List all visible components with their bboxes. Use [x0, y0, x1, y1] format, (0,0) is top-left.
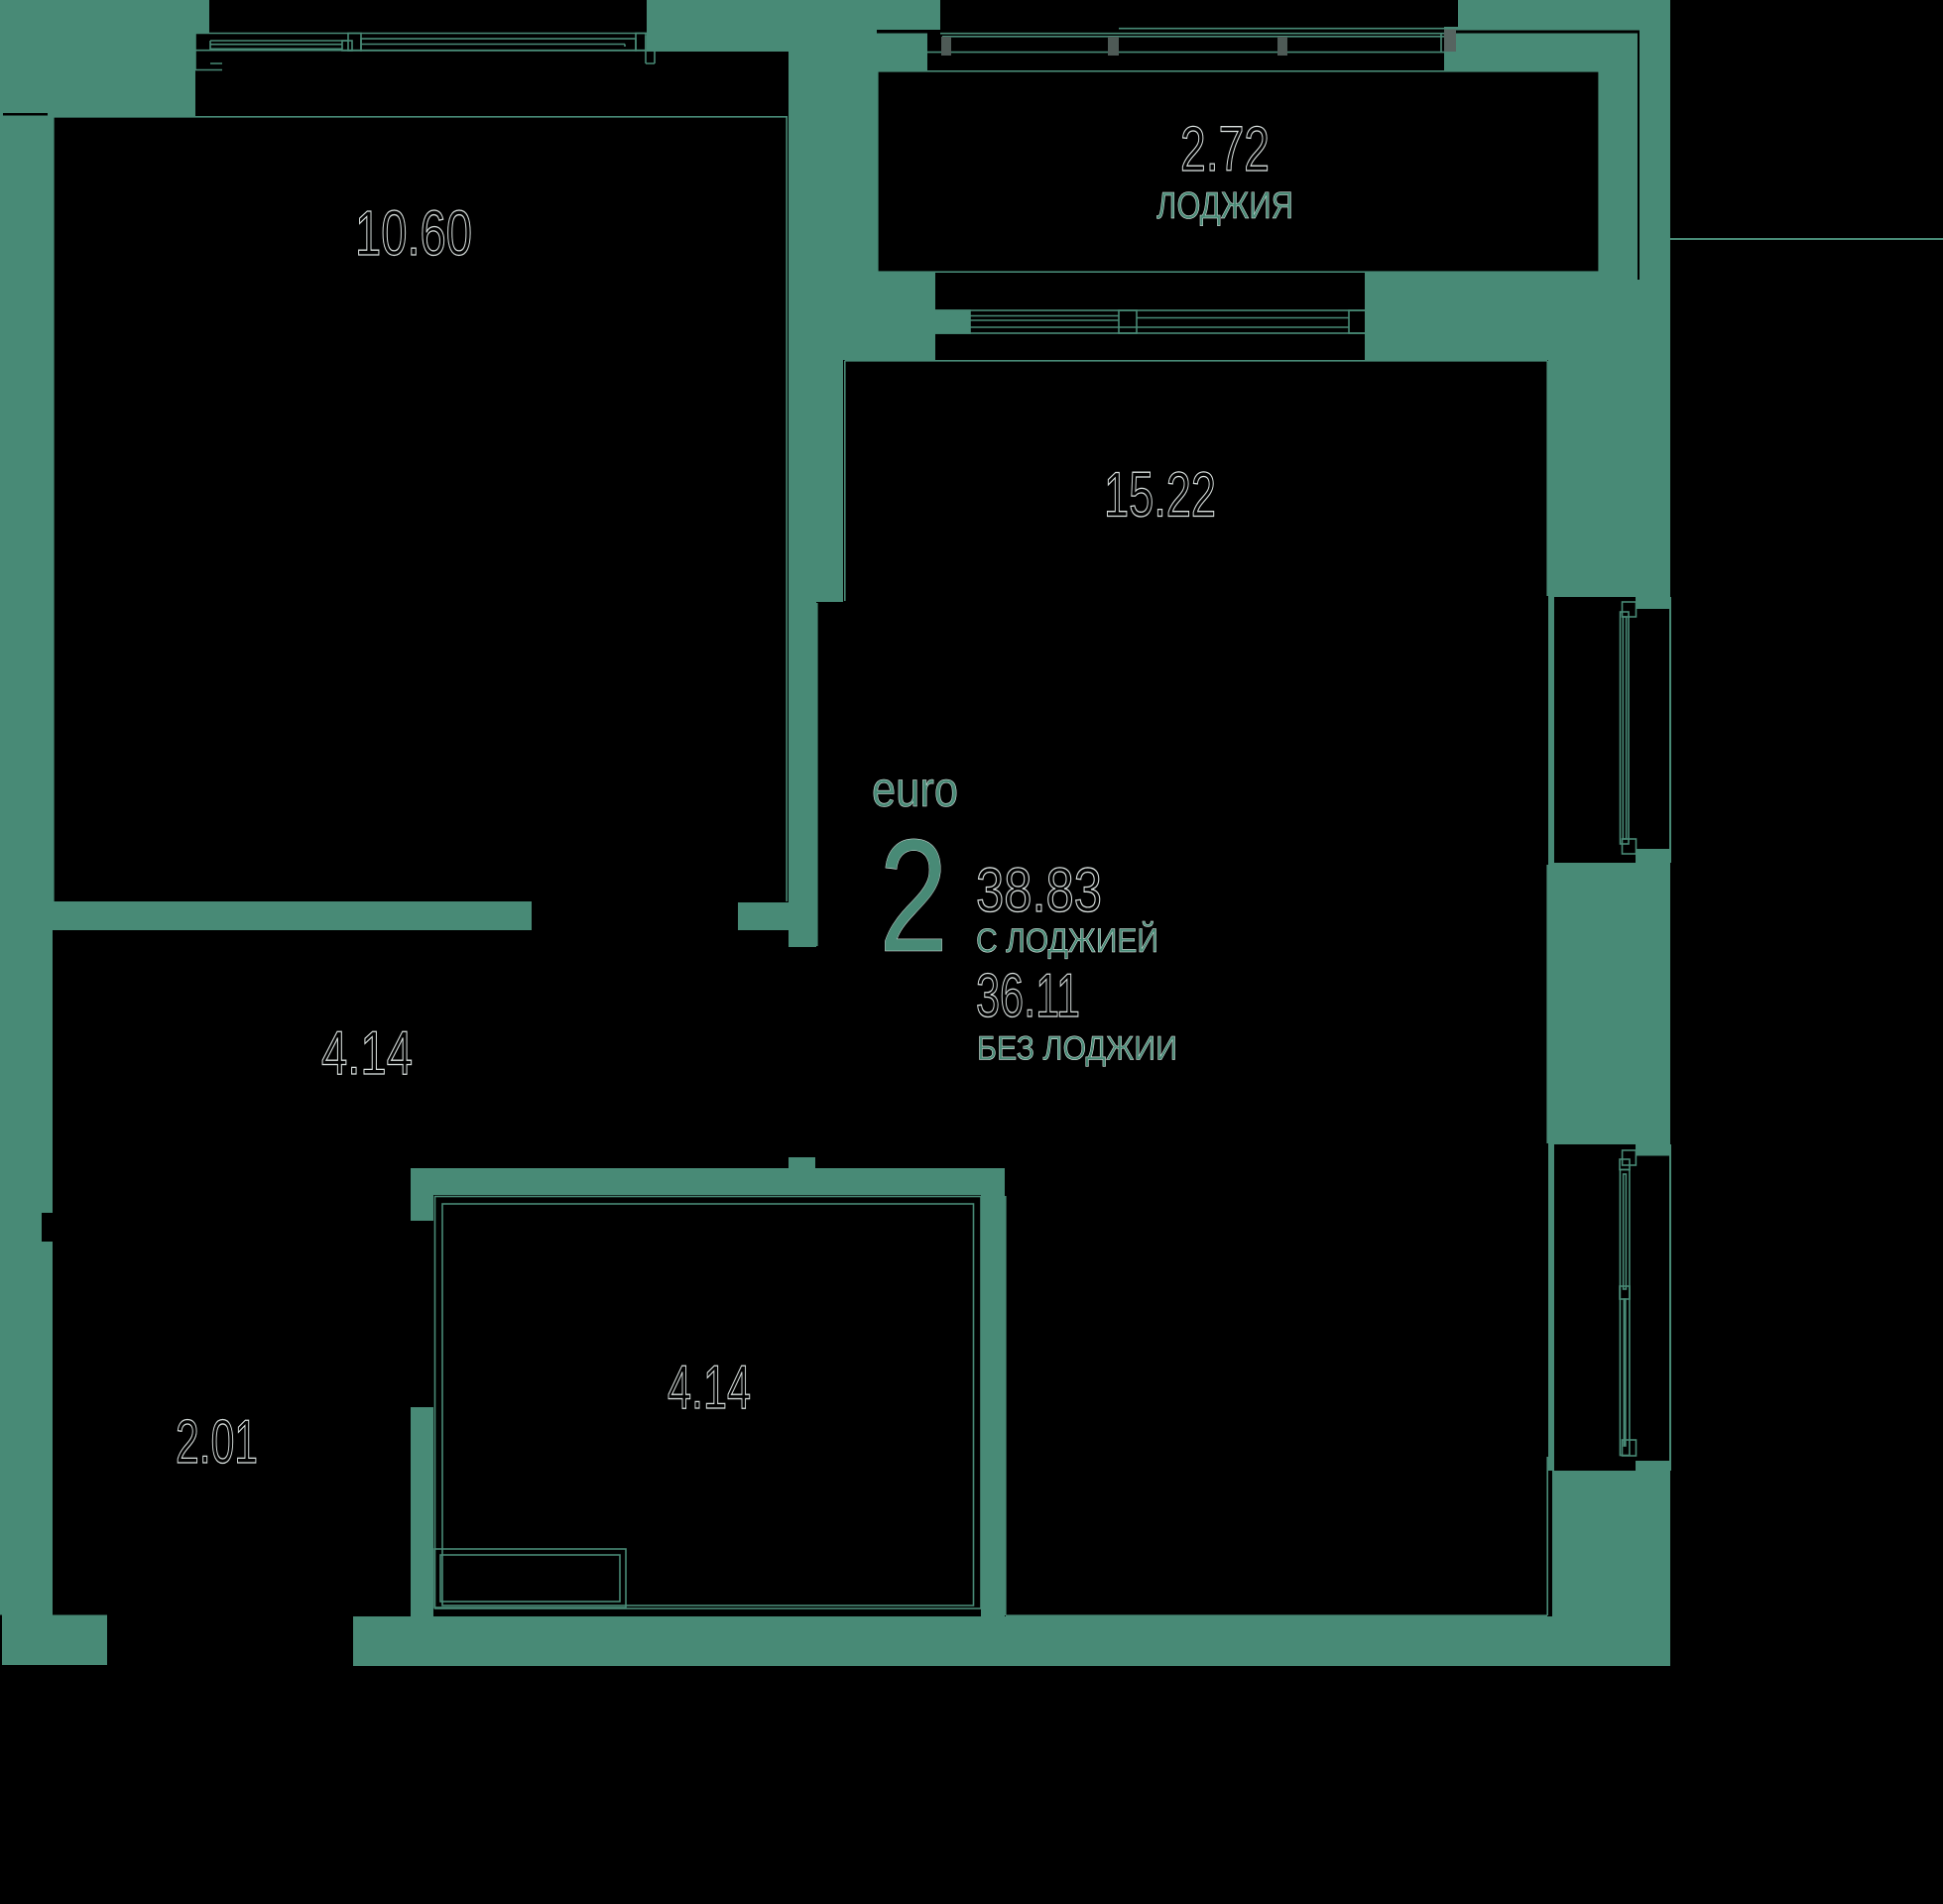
svg-text:10.60: 10.60	[355, 197, 472, 269]
svg-text:4.14: 4.14	[321, 1019, 413, 1088]
svg-text:2.01: 2.01	[176, 1408, 258, 1477]
svg-text:4.14: 4.14	[668, 1354, 751, 1422]
svg-text:С ЛОДЖИЕЙ: С ЛОДЖИЕЙ	[976, 920, 1158, 960]
svg-text:2.72: 2.72	[1180, 113, 1270, 184]
svg-text:euro: euro	[872, 762, 958, 817]
svg-text:36.11: 36.11	[976, 962, 1080, 1030]
svg-text:ЛОДЖИЯ: ЛОДЖИЯ	[1156, 185, 1293, 227]
svg-text:15.22: 15.22	[1104, 459, 1216, 531]
svg-text:2: 2	[879, 806, 948, 986]
svg-text:БЕЗ ЛОДЖИИ: БЕЗ ЛОДЖИИ	[977, 1030, 1177, 1068]
svg-text:38.83: 38.83	[976, 856, 1102, 925]
